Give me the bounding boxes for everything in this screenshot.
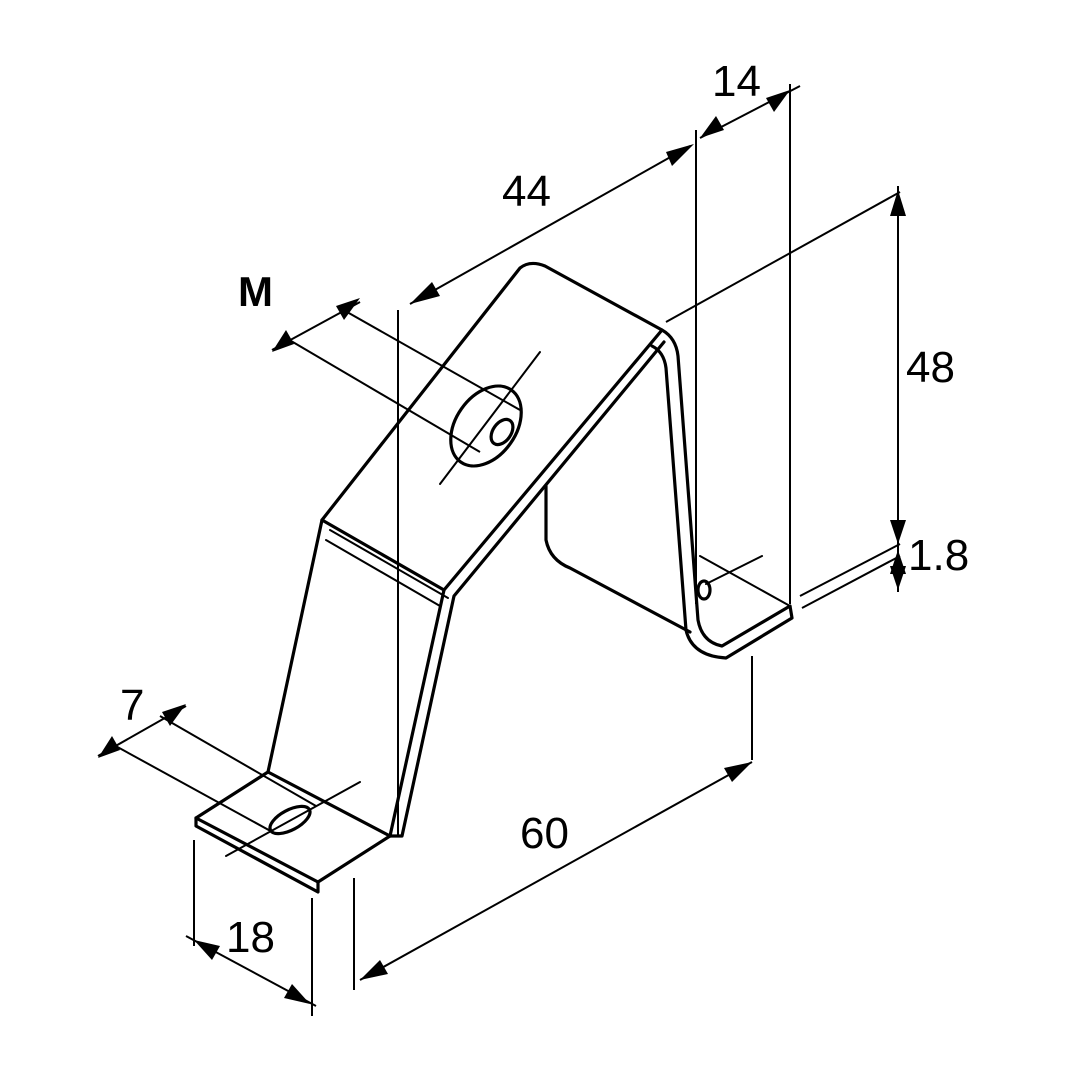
bracket-part	[194, 261, 794, 894]
right-foot-centre-line	[705, 555, 763, 585]
extension-7-upper	[159, 715, 317, 807]
hole-centre-line-1	[439, 351, 541, 485]
label-1-8: 1.8	[908, 531, 969, 580]
dimension-14: 14	[699, 57, 801, 604]
label-48: 48	[906, 343, 955, 392]
arrow-44-right	[666, 144, 694, 166]
arrow-M-right	[336, 298, 360, 320]
right-foot-edge	[699, 555, 791, 607]
dimension-44: 44	[397, 130, 697, 836]
dimension-18: 18	[185, 840, 317, 1016]
extension-48-bottom	[799, 543, 901, 597]
top-hole	[449, 384, 523, 468]
arrow-7-left	[98, 736, 120, 758]
arrow-48-bottom	[890, 520, 906, 544]
left-foot-thickness	[194, 816, 320, 894]
dimension-7: 7	[97, 681, 317, 835]
right-foot-hole	[696, 579, 712, 601]
arrow-60-left	[360, 960, 388, 980]
label-18: 18	[226, 913, 275, 962]
extension-7-lower	[111, 743, 277, 835]
extension-M-lower	[285, 337, 481, 453]
arrow-18-left	[194, 940, 220, 960]
arrow-14-left	[700, 116, 724, 138]
foot-centre-line	[225, 781, 361, 857]
arrow-18-right	[284, 984, 310, 1004]
arrow-7-right	[162, 704, 186, 726]
top-plate	[320, 261, 664, 592]
left-leg-front	[266, 518, 446, 838]
bend-line-left-2	[325, 539, 441, 607]
dimension-M: M	[238, 268, 521, 453]
left-leg-back	[388, 340, 666, 838]
label-M: M	[238, 268, 273, 315]
arrow-60-right	[724, 762, 752, 782]
dimline-60	[359, 761, 753, 981]
arrow-44-left	[410, 282, 440, 304]
extension-M-upper	[339, 307, 521, 411]
label-7: 7	[120, 681, 144, 730]
right-foot	[544, 484, 692, 634]
arrow-14-right	[766, 90, 790, 112]
extension-18-bottom	[801, 555, 901, 609]
arrow-48-top	[890, 190, 906, 216]
label-14: 14	[712, 57, 761, 106]
bend-line-left	[329, 529, 449, 599]
left-foot	[194, 770, 392, 884]
centre-lines	[225, 351, 763, 857]
top-hole-inner	[489, 417, 515, 447]
arrow-18-bottom	[890, 566, 906, 590]
dimline-44	[409, 145, 691, 305]
dimension-60: 60	[353, 656, 753, 990]
label-60: 60	[520, 809, 569, 858]
label-44: 44	[502, 167, 551, 216]
extension-48-top	[665, 191, 901, 323]
right-leg-inner	[650, 344, 794, 660]
right-leg	[660, 328, 792, 648]
arrow-M-left	[272, 330, 294, 352]
dimension-48: 48 1.8	[665, 186, 969, 609]
